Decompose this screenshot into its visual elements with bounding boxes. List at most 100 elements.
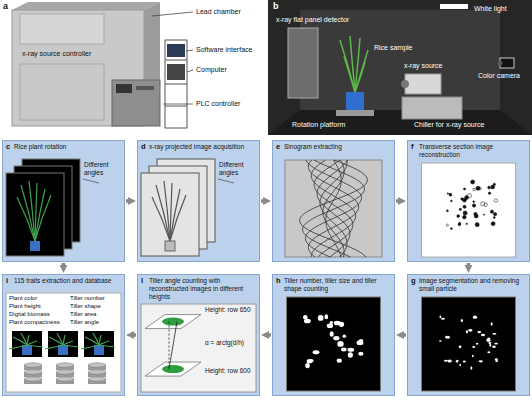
chamber-interior-photo <box>340 36 368 92</box>
part-label: Software interface <box>196 46 252 54</box>
part-label: x-ray source <box>404 62 443 70</box>
sinogram-curve <box>300 160 368 257</box>
section-dot <box>451 200 453 202</box>
panel-title: Rice plant rotation <box>14 143 121 151</box>
panel-letter: e <box>276 143 280 151</box>
section-dot <box>488 192 490 194</box>
process-panel: dx-ray projected image acquisitionDiffer… <box>137 140 260 262</box>
lead-chamber-photo <box>20 64 104 120</box>
tiller-blob <box>444 360 448 362</box>
tiller-blob <box>348 352 353 357</box>
panel-note: Height: row 650 <box>205 306 254 314</box>
section-dot <box>463 205 466 208</box>
db-top <box>88 363 106 367</box>
panel-letter: h <box>276 277 281 285</box>
panel-note: α = arctg(d/h) <box>205 339 254 347</box>
lead-chamber-photo <box>167 64 185 80</box>
section-dot <box>473 201 475 203</box>
tiller-blob <box>481 334 485 336</box>
tiller-blob <box>472 346 475 348</box>
leaf <box>9 345 27 349</box>
lead-chamber-photo <box>12 2 160 10</box>
panel-note: Tiller area <box>70 311 96 318</box>
part-label: Rotation platform <box>292 121 345 129</box>
tiller-blob <box>479 360 483 362</box>
leaf <box>93 333 99 345</box>
section-dot <box>457 215 460 218</box>
leader-lines <box>186 50 193 51</box>
tiller-blob <box>341 348 347 352</box>
leaf <box>35 195 51 241</box>
panel-letter: f <box>411 143 414 151</box>
panel-illustration <box>141 159 256 258</box>
process-panel: fTransverse section image reconstruction <box>407 140 530 262</box>
panel-note: Different angles <box>84 161 121 177</box>
section-dot <box>463 198 467 202</box>
leaf <box>17 197 35 241</box>
section-dot <box>463 211 467 215</box>
database-icon <box>24 363 42 384</box>
section-dot <box>491 222 495 226</box>
part-label: Rice sample <box>374 44 413 52</box>
db-top <box>56 377 74 381</box>
plant-thumbnail <box>12 331 42 357</box>
flow-arrow <box>396 199 400 203</box>
part-label: Chiller for x-ray source <box>414 121 484 129</box>
section-plane <box>145 362 201 376</box>
section-dot <box>474 214 478 218</box>
lead-chamber-photo <box>165 84 187 85</box>
tiller-blob <box>307 359 313 363</box>
panel-letter: i <box>6 277 8 285</box>
leaf <box>27 341 37 345</box>
tiller-blob <box>492 333 496 335</box>
tiller-blob <box>439 340 441 342</box>
photo-frame <box>6 173 64 256</box>
tiller-blob <box>313 350 320 354</box>
tiller-blob <box>491 322 493 325</box>
tiller-blob <box>486 338 490 342</box>
chamber-interior-photo <box>268 110 532 135</box>
tiller-blob <box>477 331 481 333</box>
panel-note: Plant color <box>9 295 37 302</box>
tiller-blob <box>445 336 447 339</box>
panel-illustration <box>276 159 391 258</box>
tiller-blob <box>472 355 474 357</box>
image-frame <box>285 160 382 257</box>
pot <box>165 241 175 251</box>
panel-illustration <box>276 296 391 392</box>
section-dot <box>483 214 484 215</box>
part-label: White light <box>474 5 507 13</box>
projection-frame <box>141 173 199 256</box>
part-label: x-ray flat panel detector <box>276 16 349 24</box>
section-dot <box>467 194 471 198</box>
section-dot <box>447 193 448 194</box>
part-label: PLC controller <box>196 100 240 108</box>
db-top <box>56 370 74 374</box>
panel-note: Tiller shape <box>70 303 101 310</box>
tiller-blob <box>324 314 328 319</box>
vertical-axis <box>169 322 170 370</box>
section-dot <box>491 185 495 189</box>
section-dot <box>446 224 448 226</box>
panel-illustration <box>411 162 526 258</box>
chamber-interior-photo <box>288 28 318 98</box>
chamber-interior-photo <box>355 50 368 92</box>
section-dot <box>459 222 461 224</box>
tiller-blob <box>468 329 472 332</box>
process-panel: c Rice plant rotationDifferent angles <box>2 140 125 262</box>
panel-note: Plant compactness <box>9 319 60 326</box>
pointer-line <box>218 179 234 183</box>
tiller-blob <box>339 322 344 327</box>
chamber-interior-photo <box>346 92 364 110</box>
chamber-interior-photo <box>440 4 468 9</box>
panel-illustration <box>141 304 256 392</box>
chamber-interior-photo <box>300 10 500 110</box>
panel-letter: c <box>6 143 10 151</box>
db-top <box>24 363 42 367</box>
tiller-blob <box>466 330 468 333</box>
tiller-section <box>162 365 184 373</box>
panel-note: Tiller number <box>70 295 105 302</box>
tiller-blob <box>461 319 463 322</box>
lead-chamber-photo <box>0 0 264 135</box>
